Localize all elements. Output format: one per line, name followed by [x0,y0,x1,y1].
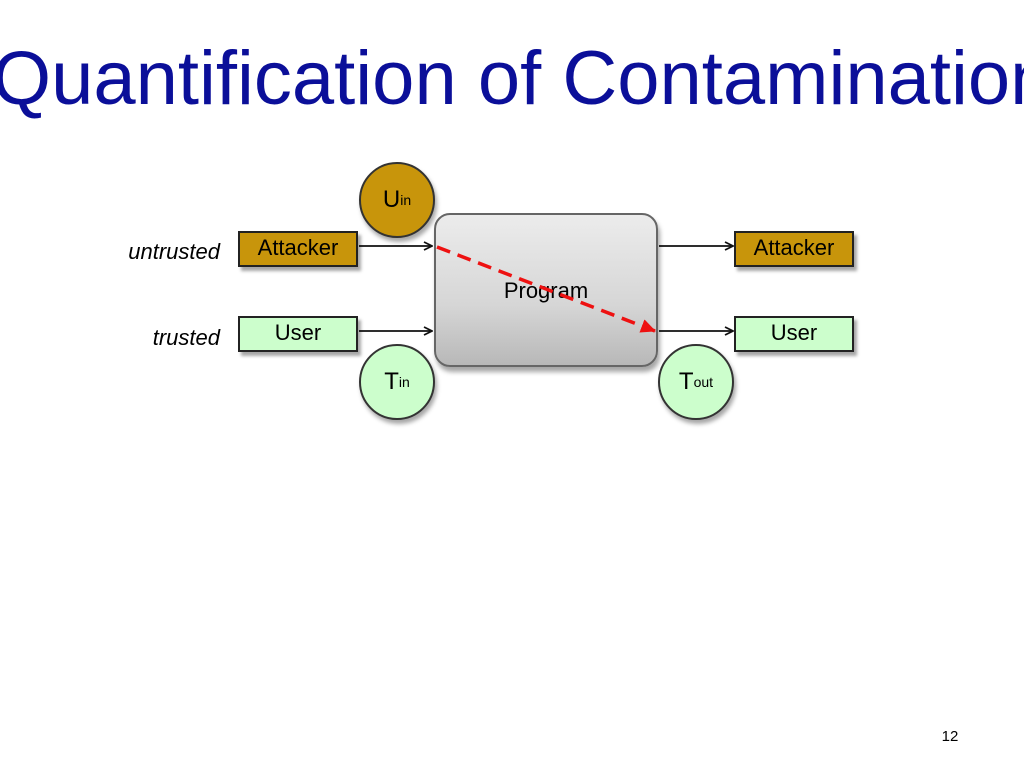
attacker-output-box: Attacker [734,231,854,267]
untrusted-label: untrusted [128,239,220,264]
attacker-input-box: Attacker [238,231,358,267]
page-number: 12 [941,728,959,745]
t-out-sub: out [693,374,714,390]
t-out-base: T [678,368,694,395]
trusted-label: trusted [152,325,220,350]
t-in-base: T [384,368,399,395]
user-input-box: User [238,316,358,352]
u-in-sub: in [400,192,412,208]
program-label: Program [503,278,589,303]
slide-title: Quantification of Contamination [0,36,1024,121]
t-in-sub: in [398,374,410,390]
user-output-box: User [734,316,854,352]
u-in-base: U [382,186,401,213]
